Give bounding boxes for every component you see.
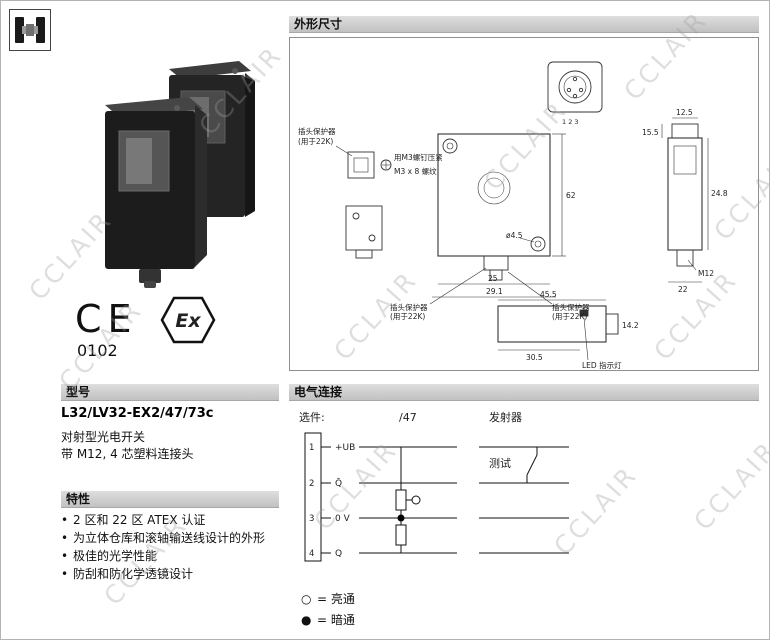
- section-header-dimensions: 外形尺寸: [289, 16, 759, 33]
- pin-number: 3: [309, 514, 314, 524]
- emitter-label: 发射器: [489, 410, 522, 424]
- feature-item: 为立体仓库和滚轴输送线设计的外形: [61, 529, 285, 547]
- plug-protector-label-bottom-right: 插头保护器: [552, 302, 590, 312]
- output-legend: ○ = 亮通 ● = 暗通: [301, 589, 355, 631]
- option-label: 选件:: [299, 411, 325, 424]
- wiring-diagram: 选件: /47 发射器 测试: [299, 410, 569, 562]
- electrical-diagram-box: 选件: /47 发射器 测试: [289, 405, 759, 635]
- led-indicator-label: LED 指示灯: [582, 360, 622, 370]
- pin-label-ub: +UB: [335, 443, 355, 453]
- pin-label-qbar: Q̄: [335, 477, 342, 489]
- ex-logo-text: Ex: [175, 310, 201, 332]
- pin-number: 1: [309, 443, 314, 453]
- pin-label-q: Q: [335, 549, 342, 559]
- dim-top-depth: 15.5: [642, 128, 659, 137]
- connector-thread-label: M12: [698, 269, 714, 278]
- plug-protector-note: (用于22K): [298, 137, 333, 146]
- section-header-features: 特性: [61, 491, 279, 508]
- plug-protector-note-bottom-left: (用于22K): [390, 312, 425, 321]
- m3-thread-label: M3 x 8 螺纹: [394, 166, 437, 176]
- m3-clamp-label: 用M3螺钉压紧: [394, 152, 443, 162]
- dim-led-offset: 30.5: [526, 353, 543, 362]
- plug-protector-note-bottom-right: (用于22K): [552, 312, 587, 321]
- ce-mark: CE: [75, 297, 138, 341]
- model-description-line2: 带 M12, 4 芯塑料连接头: [61, 447, 194, 461]
- dim-body-width: 22: [678, 285, 688, 294]
- section-header-electrical: 电气连接: [289, 384, 759, 401]
- dim-height: 62: [566, 191, 576, 200]
- dimension-drawing: 1 2 3 插头保护器 (用于22K) 用M3螺钉压紧 M3 x 8 螺纹 62…: [298, 61, 728, 370]
- test-label: 测试: [489, 457, 511, 470]
- dim-side-length: 45.5: [540, 290, 557, 299]
- feature-list: 2 区和 22 区 ATEX 认证 为立体仓库和滚轴输送线设计的外形 极佳的光学…: [61, 511, 285, 583]
- ce-number: 0102: [77, 341, 118, 360]
- pin-number: 4: [309, 549, 314, 559]
- dim-width-inner: 25: [488, 274, 498, 283]
- legend-dark-on-text: = 暗通: [317, 613, 355, 627]
- dim-depth: 24.8: [711, 189, 728, 198]
- legend-light-on: ○ = 亮通: [301, 589, 355, 610]
- model-description-line1: 对射型光电开关: [61, 430, 146, 444]
- feature-item: 2 区和 22 区 ATEX 认证: [61, 511, 285, 529]
- open-circle-symbol: ○: [301, 592, 312, 606]
- pin-numbers-label: 1 2 3: [562, 118, 579, 126]
- dim-top-width: 12.5: [676, 108, 693, 117]
- legend-light-on-text: = 亮通: [317, 592, 355, 606]
- pin-number: 2: [309, 479, 314, 489]
- dimension-drawing-box: 1 2 3 插头保护器 (用于22K) 用M3螺钉压紧 M3 x 8 螺纹 62…: [289, 37, 759, 371]
- product-photo-drawing: [105, 61, 255, 288]
- through-beam-sensor-glyph: [15, 17, 45, 43]
- section-header-model: 型号: [61, 384, 279, 401]
- legend-dark-on: ● = 暗通: [301, 610, 355, 631]
- plug-protector-label: 插头保护器: [298, 126, 336, 136]
- dim-hole-diameter: ø4.5: [506, 231, 523, 240]
- pin-label-0v: 0 V: [335, 514, 351, 524]
- atex-ex-logo: Ex: [159, 295, 217, 349]
- dim-width-outer: 29.1: [486, 287, 503, 296]
- plug-protector-label-bottom-left: 插头保护器: [390, 302, 428, 312]
- sensor-type-icon: [9, 9, 51, 51]
- feature-item: 防刮和防化学透镜设计: [61, 565, 285, 583]
- dim-side-height: 14.2: [622, 321, 639, 330]
- filled-circle-symbol: ●: [301, 613, 312, 627]
- feature-item: 极佳的光学性能: [61, 547, 285, 565]
- option-value: /47: [399, 411, 417, 424]
- product-photo: [89, 51, 274, 289]
- model-name: L32/LV32-EX2/47/73c: [61, 406, 214, 421]
